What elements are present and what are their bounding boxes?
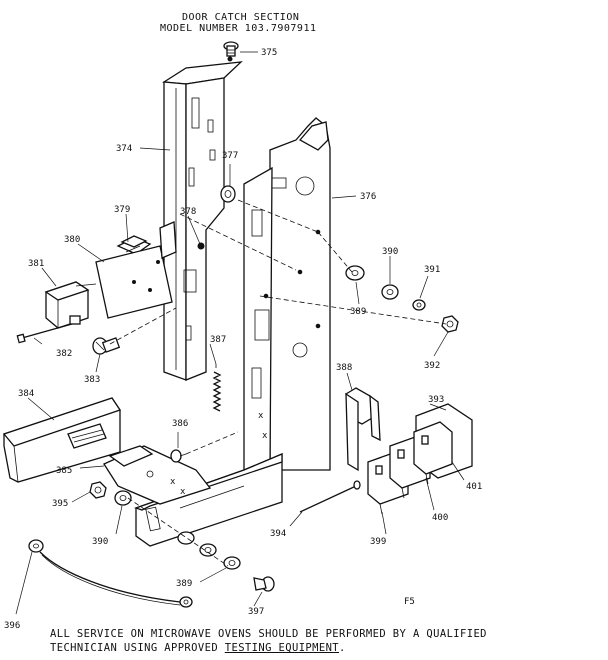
label-387: 387 xyxy=(210,335,226,345)
svg-text:x: x xyxy=(258,411,264,421)
diagram-title: DOOR CATCH SECTION xyxy=(182,12,299,23)
part-394-screw xyxy=(299,480,361,513)
label-397: 397 xyxy=(248,607,264,617)
label-384: 384 xyxy=(18,389,34,399)
page-mark: F5 xyxy=(404,597,415,607)
label-395: 395 xyxy=(52,499,68,509)
label-399: 399 xyxy=(370,537,386,547)
part-379-clip xyxy=(116,235,152,255)
label-401: 401 xyxy=(466,482,482,492)
part-377-nut xyxy=(220,185,236,203)
lower-washer-stack xyxy=(177,531,241,570)
part-382-screw xyxy=(16,323,73,344)
part-374-bracket xyxy=(162,56,243,381)
part-380-plate xyxy=(95,221,177,319)
label-385: 385 xyxy=(56,466,72,476)
part-397-screw xyxy=(253,576,275,592)
label-388: 388 xyxy=(336,363,352,373)
label-386: 386 xyxy=(172,419,188,429)
part-390-washer-lower xyxy=(114,490,132,506)
svg-text:x: x xyxy=(170,477,176,487)
title-line-2: MODEL NUMBER 103.7907911 xyxy=(160,23,317,34)
part-386-screw xyxy=(170,449,187,463)
assembly-lines xyxy=(109,199,447,567)
part-385-latch: x x xyxy=(103,445,212,505)
part-387-spring xyxy=(212,364,222,412)
label-396: 396 xyxy=(4,621,20,631)
notice-period: . xyxy=(339,642,346,654)
service-notice-line-2: TECHNICIAN USING APPROVED xyxy=(50,642,225,654)
part-381-switch xyxy=(44,281,97,329)
leader-lines xyxy=(15,51,465,615)
part-number-labels: 375 374 377 376 378 379 380 381 382 383 … xyxy=(4,48,482,631)
svg-text:x: x xyxy=(180,487,186,497)
label-375: 375 xyxy=(261,48,277,58)
switch-stack xyxy=(367,421,453,515)
part-383-bushing xyxy=(92,337,121,355)
part-391-lockwasher xyxy=(412,299,426,311)
part-375-screw xyxy=(223,41,239,57)
part-389-washer-upper xyxy=(345,265,365,281)
svg-text:x: x xyxy=(262,431,268,441)
label-389-upper: 389 xyxy=(350,307,366,317)
label-391: 391 xyxy=(424,265,440,275)
part-396-ground-wire xyxy=(28,539,193,608)
label-382: 382 xyxy=(56,349,72,359)
service-notice-line-1: ALL SERVICE ON MICROWAVE OVENS SHOULD BE… xyxy=(50,628,487,640)
title-line-1: DOOR CATCH SECTION xyxy=(182,12,300,23)
service-notice-2: TECHNICIAN USING APPROVED TESTING EQUIPM… xyxy=(50,642,346,654)
label-389-lower: 389 xyxy=(176,579,192,589)
label-380: 380 xyxy=(64,235,80,245)
label-390-lower: 390 xyxy=(92,537,108,547)
label-390-upper: 390 xyxy=(382,247,398,257)
label-383: 383 xyxy=(84,375,100,385)
label-378: 378 xyxy=(180,207,196,217)
label-377: 377 xyxy=(222,151,238,161)
service-notice: ALL SERVICE ON MICROWAVE OVENS SHOULD BE… xyxy=(50,628,487,640)
label-376: 376 xyxy=(360,192,376,202)
part-384-latch-housing xyxy=(2,397,122,483)
testing-equipment-text: TESTING EQUIPMENT xyxy=(224,642,340,654)
label-400: 400 xyxy=(432,513,448,523)
label-381: 381 xyxy=(28,259,44,269)
part-376-plate: x x xyxy=(243,117,331,471)
label-393: 393 xyxy=(428,395,444,405)
label-394: 394 xyxy=(270,529,286,539)
part-395-nut xyxy=(89,481,107,499)
part-390-washer-upper xyxy=(381,284,399,300)
label-392: 392 xyxy=(424,361,440,371)
label-374: 374 xyxy=(116,144,132,154)
label-379: 379 xyxy=(114,205,130,215)
part-388-actuator xyxy=(345,387,381,472)
part-378-screw xyxy=(197,242,205,250)
part-392-nut xyxy=(441,315,459,333)
model-number: MODEL NUMBER 103.7907911 xyxy=(160,23,317,34)
